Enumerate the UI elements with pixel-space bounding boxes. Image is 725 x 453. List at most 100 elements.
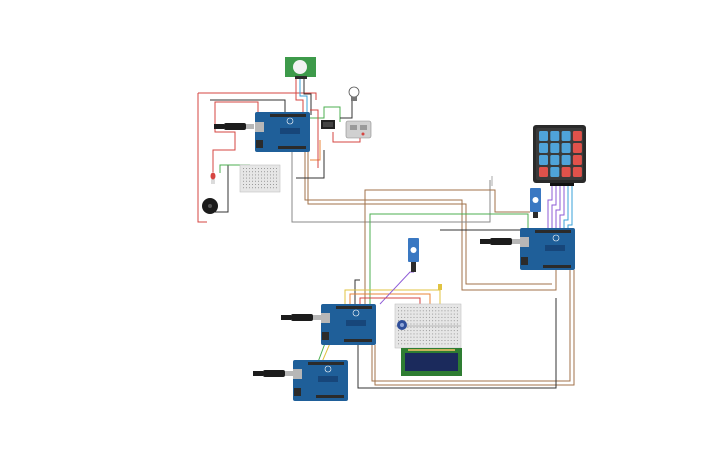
breadboard-hole	[398, 343, 399, 345]
breadboard-hole	[432, 323, 434, 325]
arduino-top	[255, 112, 310, 152]
breadboard-hole	[450, 343, 452, 345]
breadboard-hole	[435, 323, 437, 325]
keypad-key[interactable]	[572, 167, 582, 177]
breadboard-hole	[270, 180, 271, 182]
breadboard-hole	[243, 187, 244, 189]
breadboard-hole	[249, 171, 250, 173]
keypad-4x4[interactable]	[533, 125, 586, 186]
wire-relay-green	[305, 106, 341, 122]
wire-orange-mid	[349, 293, 431, 305]
keypad-key[interactable]	[572, 131, 582, 141]
breadboard-hole	[438, 307, 440, 308]
keypad-key[interactable]	[539, 143, 548, 153]
breadboard-hole	[410, 336, 412, 338]
wire-green-right	[369, 213, 529, 304]
breadboard-hole	[419, 313, 421, 315]
breadboard-hole	[419, 316, 421, 318]
breadboard-hole	[270, 184, 271, 185]
breadboard-hole	[401, 336, 403, 338]
breadboard-hole	[422, 326, 424, 328]
breadboard-hole	[249, 180, 250, 182]
breadboard-hole	[261, 174, 262, 176]
breadboard-hole	[435, 343, 437, 345]
keypad-key[interactable]	[550, 131, 560, 141]
keypad-key[interactable]	[539, 167, 548, 177]
wire-keypad-5	[563, 185, 569, 230]
breadboard-hole	[441, 336, 443, 338]
breadboard-hole	[398, 310, 399, 312]
breadboard-hole	[273, 174, 274, 176]
wire-right-red	[310, 109, 319, 168]
breadboard-hole	[422, 313, 424, 315]
breadboard-hole	[413, 307, 415, 308]
breadboard-hole	[422, 333, 424, 335]
breadboard-hole	[438, 343, 440, 345]
breadboard-hole	[441, 323, 443, 325]
breadboard-hole	[410, 330, 412, 332]
breadboard-hole	[246, 187, 247, 189]
breadboard-hole	[435, 313, 437, 315]
breadboard-hole	[453, 310, 455, 312]
keypad-keys[interactable]	[539, 131, 582, 177]
breadboard-hole	[447, 323, 449, 325]
keypad-key[interactable]	[572, 155, 582, 165]
breadboard-hole	[435, 336, 437, 338]
breadboard-hole	[422, 320, 424, 322]
potentiometer[interactable]	[397, 320, 407, 330]
breadboard-hole	[456, 336, 458, 338]
breadboard-hole	[407, 323, 409, 325]
keypad-key[interactable]	[561, 131, 571, 141]
breadboard-hole	[264, 171, 265, 173]
keypad-key[interactable]	[550, 155, 560, 165]
breadboard-hole	[425, 307, 427, 308]
breadboard-hole	[453, 323, 455, 325]
breadboard-hole	[441, 307, 443, 308]
piezo-buzzer	[202, 198, 218, 214]
breadboard-hole	[456, 330, 458, 332]
breadboard-hole	[407, 320, 409, 322]
breadboard-hole	[444, 316, 446, 318]
breadboard-hole	[438, 316, 440, 318]
breadboard-hole	[422, 336, 424, 338]
keypad-key[interactable]	[539, 155, 548, 165]
breadboard-hole	[273, 187, 274, 189]
breadboard-hole	[422, 330, 424, 332]
keypad-key[interactable]	[539, 131, 548, 141]
keypad-key[interactable]	[561, 143, 571, 153]
usb-cable-middle	[281, 314, 321, 321]
keypad-key[interactable]	[561, 167, 571, 177]
breadboard-hole	[447, 320, 449, 322]
breadboard-hole	[249, 168, 250, 169]
breadboard-hole	[416, 316, 418, 318]
breadboard-hole	[276, 180, 277, 182]
usb-cable-right	[480, 238, 520, 245]
keypad-key[interactable]	[550, 167, 560, 177]
breadboard-hole	[441, 313, 443, 315]
arduino-bottom	[293, 360, 348, 401]
breadboard-hole	[435, 316, 437, 318]
breadboard-hole	[450, 316, 452, 318]
breadboard-hole	[447, 316, 449, 318]
breadboard-hole	[438, 333, 440, 335]
light-bulb	[348, 86, 360, 101]
breadboard-hole	[410, 333, 412, 335]
breadboard-hole	[410, 313, 412, 315]
breadboard-hole	[450, 323, 452, 325]
keypad-key[interactable]	[550, 143, 560, 153]
breadboard-hole	[401, 330, 403, 332]
breadboard-hole	[276, 184, 277, 185]
breadboard-hole	[444, 336, 446, 338]
keypad-key[interactable]	[561, 155, 571, 165]
breadboard-hole	[419, 307, 421, 308]
breadboard-hole	[419, 343, 421, 345]
breadboard-hole	[416, 307, 418, 308]
breadboard-hole	[425, 333, 427, 335]
breadboard-hole	[404, 313, 406, 315]
breadboard-hole	[447, 340, 449, 341]
breadboard-hole	[441, 333, 443, 335]
breadboard-hole	[432, 326, 434, 328]
breadboard-hole	[270, 171, 271, 173]
breadboard-hole	[258, 187, 259, 189]
keypad-key[interactable]	[572, 143, 582, 153]
